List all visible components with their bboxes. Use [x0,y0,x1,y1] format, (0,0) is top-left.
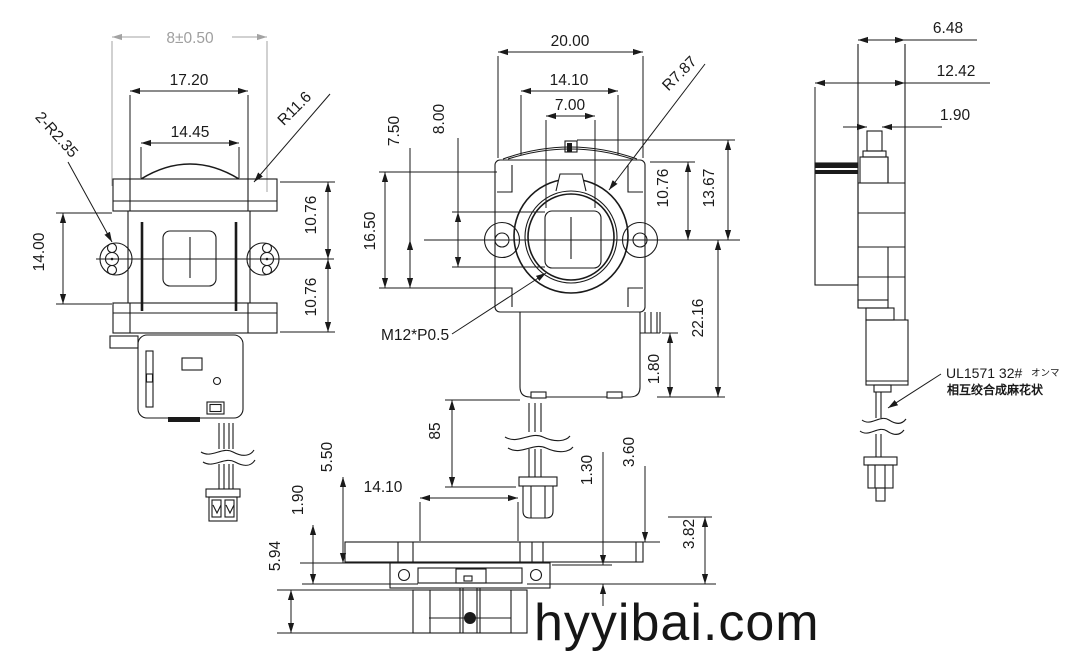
screw-hole-left [397,568,411,582]
dim-label: 17.20 [170,72,209,89]
dim-label: 6.48 [933,20,963,37]
motor-side [865,319,909,386]
lens-dome [140,163,240,180]
dim-label: 10.76 [655,169,672,208]
dim-label: 8.00 [431,104,448,135]
hole-radius-note: 2-R2.35 [32,109,113,243]
motor-body [519,312,641,398]
dim-label: 8±0.50 [166,30,214,47]
dim-width-2: 14.45 [140,124,240,178]
mount-ear-right [621,221,659,259]
key-tab [555,173,587,192]
dim-base-h5: 3.60 [621,437,660,543]
holder-body [494,159,646,313]
dim-label: 1.80 [646,354,663,385]
dim-base-h2: 1.90 [290,485,317,584]
dim-base-h3: 5.94 [267,541,418,634]
bottom-view-part [344,541,644,634]
dim-label: 5.50 [319,442,336,473]
thread-bore [527,193,615,281]
dim-width-2: 12.42 [814,63,990,163]
mount-plate [389,562,551,589]
wire-spec-small: オンマ [1031,368,1060,379]
left-view-part [96,163,334,522]
left-view: 8±0.50 17.20 14.45 14.00 10.76 [31,27,335,522]
dim-height-right-bottom: 10.76 [280,259,335,333]
sensor-window [544,210,602,269]
side-view-part [814,44,909,502]
connector-left-view [205,488,241,522]
dim-height-right-2: 13.67 [577,139,735,240]
mount-ear-left [483,221,521,259]
dim-width-3: 1.90 [843,107,971,131]
connector-front-view [518,476,558,519]
dim-label: 14.00 [31,232,48,271]
dim-label: M12*P0.5 [381,327,449,344]
dim-height-left: 14.00 [31,212,112,305]
dim-label: 1.90 [940,107,971,124]
dim-label: 14.10 [364,479,403,496]
front-view-part [483,140,661,519]
dim-label: 85 [427,422,444,439]
dim-width-2: 14.10 [520,72,619,155]
dim-label: 14.45 [171,124,210,141]
dim-label: 1.30 [579,455,596,486]
dim-height-right-1: 10.76 [650,161,695,240]
dim-width-1: 20.00 [497,33,644,158]
base-band [344,541,644,563]
dim-height-right-3: 22.16 [657,240,725,398]
dim-base-h1: 5.50 [319,442,347,563]
dim-label: 22.16 [690,299,707,338]
wire-spec-line2: 相互绞合成麻花状 [947,382,1044,397]
wires-side-view [859,392,907,457]
side-view: 6.48 12.42 1.90 [814,20,1060,502]
wires-left-view [200,423,256,489]
dim-label: 13.67 [701,169,718,208]
dim-label: 7.50 [386,116,403,147]
dim-base-h6: 3.82 [668,516,712,584]
dim-label: 2-R2.35 [32,109,82,161]
dim-label: 16.50 [362,211,379,250]
top-pin [866,130,883,152]
watermark: hyyibai.com [534,594,820,652]
dim-height-left-2: 8.00 [431,104,462,267]
dim-height-left-3: 16.50 [362,171,545,289]
wire-spec-line1: UL1571 32# [946,365,1023,381]
screw-hole-right [529,568,543,582]
dim-label: 5.94 [267,541,284,572]
dim-label: 1.90 [290,485,307,516]
wire-spec-note: UL1571 32# オンマ 相互绞合成麻花状 [887,365,1060,409]
dim-height-left-1: 7.50 [386,116,414,288]
dim-height-right-4: 1.80 [646,332,678,397]
dim-label: 14.10 [550,72,589,89]
bottom-view: 5.50 1.90 5.94 1.30 3.60 3.82 [267,437,716,634]
base-block [412,589,528,634]
connector-side-view [863,456,898,502]
dim-label: 20.00 [551,33,590,50]
thread-note: M12*P0.5 [381,272,547,344]
dim-label: 7.00 [555,97,586,114]
dim-overall-tolerance: 8±0.50 [111,27,268,192]
dim-width-bottom: 14.10 [364,479,519,541]
wires-front-view [504,403,574,477]
dim-label: 10.76 [303,196,320,235]
dim-label: 3.82 [681,519,698,549]
flange-plate-edge [814,162,859,286]
front-view: 20.00 14.10 7.00 R7.87 7.50 8.00 [362,33,740,541]
pcb-housing [137,334,244,419]
dim-label: R11.6 [275,89,315,129]
dim-label: 3.60 [621,437,638,468]
dim-label: R7.87 [659,53,700,94]
dim-width-3: 7.00 [545,97,596,208]
dim-height-right-top: 10.76 [280,181,335,259]
dim-wire-length: 85 [427,399,520,488]
flange-radius-note: R11.6 [253,89,331,183]
dim-label: 12.42 [937,63,976,80]
dim-width-1: 17.20 [129,72,249,181]
dim-label: 10.76 [303,278,320,317]
dim-base-h4: 1.30 [527,452,716,606]
